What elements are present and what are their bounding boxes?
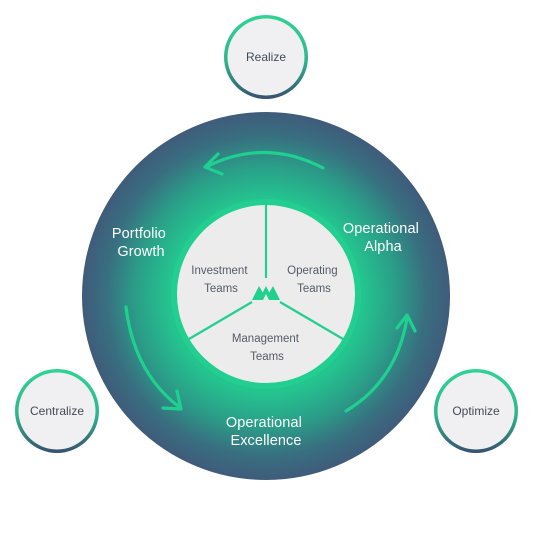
label-operational-alpha: Operational Alpha xyxy=(343,221,423,255)
arrow-top-head xyxy=(203,152,224,176)
cycle-arrows xyxy=(124,150,417,413)
node-realize: Realize xyxy=(224,15,308,99)
arrow-right xyxy=(344,316,409,413)
arrow-left-head xyxy=(161,389,183,411)
brand-logo-icon xyxy=(252,286,280,300)
divider-left xyxy=(188,301,253,340)
segment-operating-teams: Operating Teams xyxy=(287,265,341,295)
inner-dividers xyxy=(188,205,344,340)
segment-management-teams: Management Teams xyxy=(232,333,302,363)
label-portfolio-growth: Portfolio Growth xyxy=(112,226,170,260)
node-optimize: Optimize xyxy=(434,369,518,453)
arrow-right-head xyxy=(395,313,417,333)
node-optimize-label: Optimize xyxy=(452,404,500,418)
segment-investment-teams: Investment Teams xyxy=(191,265,250,295)
label-operational-excellence: Operational Excellence xyxy=(226,415,306,449)
node-realize-label: Realize xyxy=(246,50,286,64)
divider-right xyxy=(279,301,344,340)
arrow-top xyxy=(206,150,325,170)
node-centralize: Centralize xyxy=(15,369,99,453)
node-centralize-label: Centralize xyxy=(30,404,84,418)
arrow-left xyxy=(124,305,180,408)
